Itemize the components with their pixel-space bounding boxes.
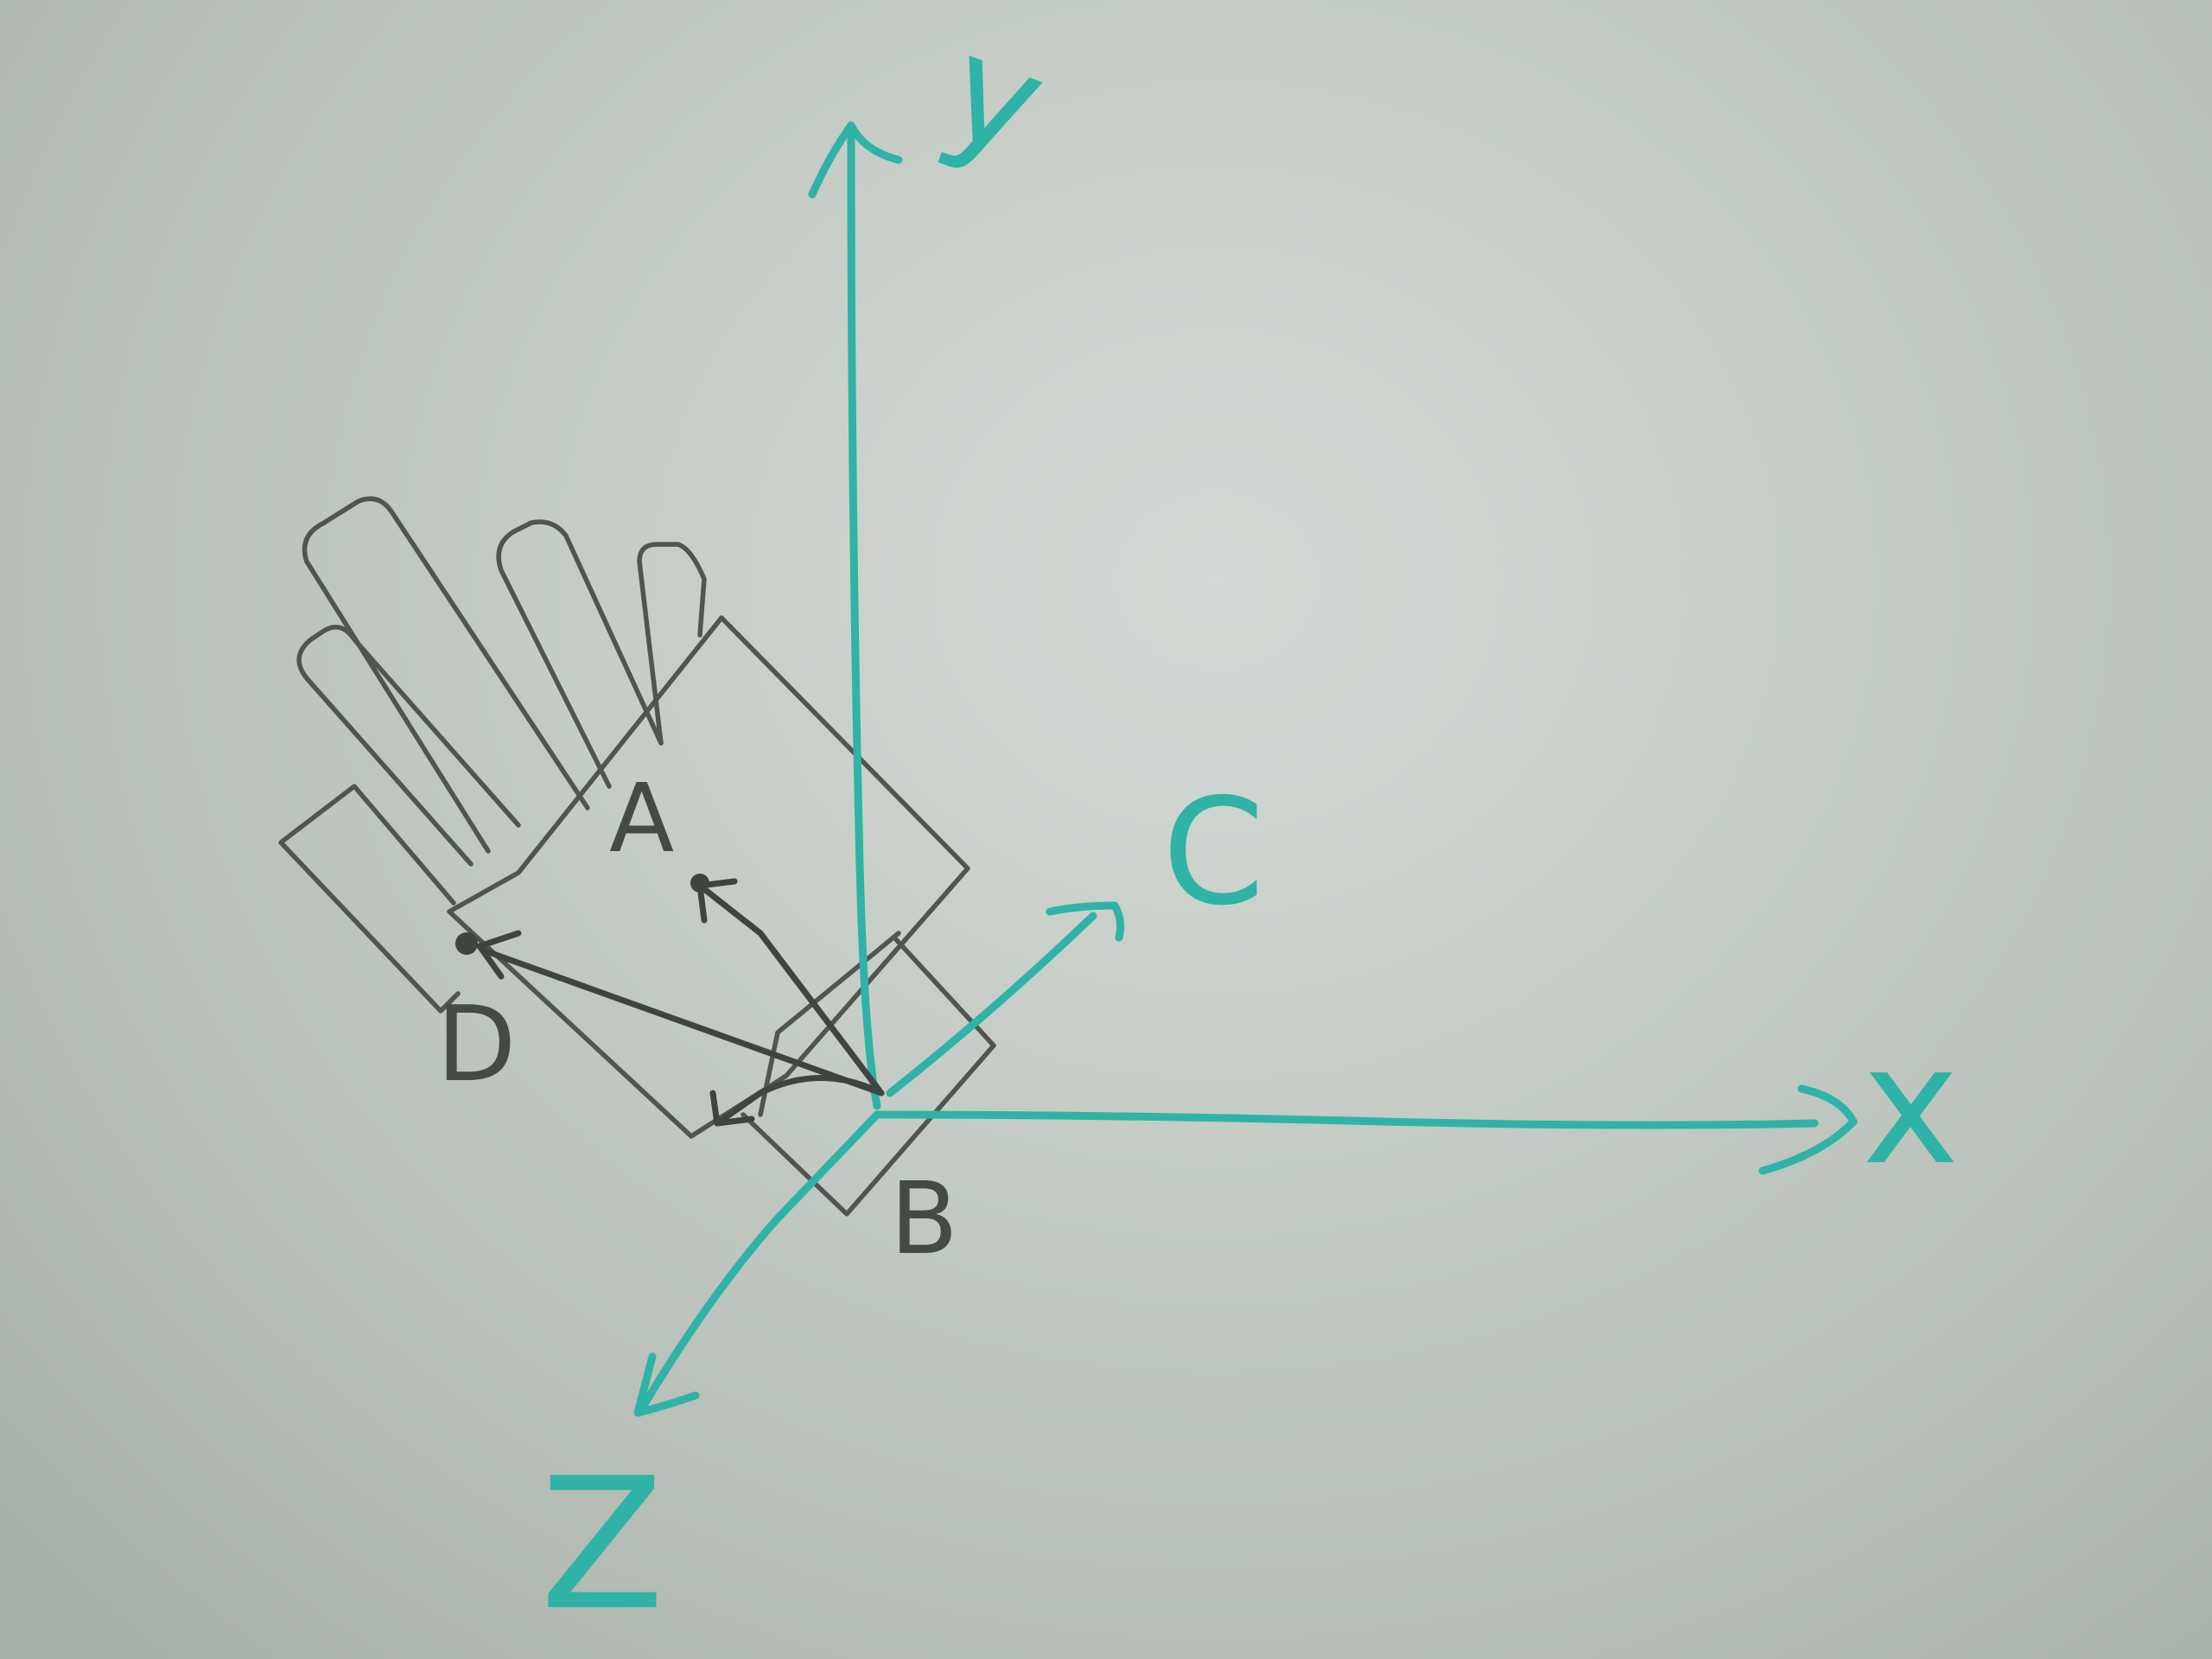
- point-d-dot: [455, 932, 478, 955]
- point-d-label: D: [436, 985, 516, 1105]
- vector-b-to-d-arrowhead: [476, 930, 522, 980]
- x-axis-label: x: [1862, 1010, 1959, 1201]
- vector-b-to-palm: [714, 1075, 885, 1127]
- thumb: [278, 784, 461, 1014]
- y-axis-arrowhead: [808, 121, 903, 199]
- z-axis-line: [635, 1110, 881, 1417]
- c-axis-label: C: [1162, 767, 1265, 938]
- vector-b-to-d: [480, 947, 885, 1096]
- finger-2: [296, 625, 521, 867]
- c-axis-arrowhead: [1046, 901, 1125, 942]
- hand-sketch: [278, 496, 996, 1217]
- c-axis-line: [886, 912, 1097, 1097]
- x-axis-line: [873, 1110, 1819, 1129]
- finger-3: [496, 519, 664, 789]
- labels: y x Z C A B D: [436, 2, 1959, 1650]
- z-axis-arrowhead: [633, 1352, 700, 1417]
- back-plate: [741, 935, 996, 1217]
- z-axis-label: Z: [540, 1439, 664, 1650]
- point-a-label: A: [609, 763, 674, 874]
- point-b-label: B: [890, 1161, 958, 1277]
- y-axis-label: y: [925, 2, 1065, 192]
- vectors: [455, 874, 885, 1127]
- finger-1: [302, 496, 590, 854]
- vector-b-to-palm-arrowhead: [709, 1090, 755, 1127]
- vector-b-to-a: [696, 882, 885, 1096]
- point-a-dot: [690, 874, 709, 893]
- axes: [633, 121, 1858, 1417]
- y-axis-line: [847, 125, 881, 1110]
- palm: [447, 615, 970, 1139]
- finger-4: [637, 542, 707, 746]
- x-axis-arrowhead: [1758, 1084, 1858, 1175]
